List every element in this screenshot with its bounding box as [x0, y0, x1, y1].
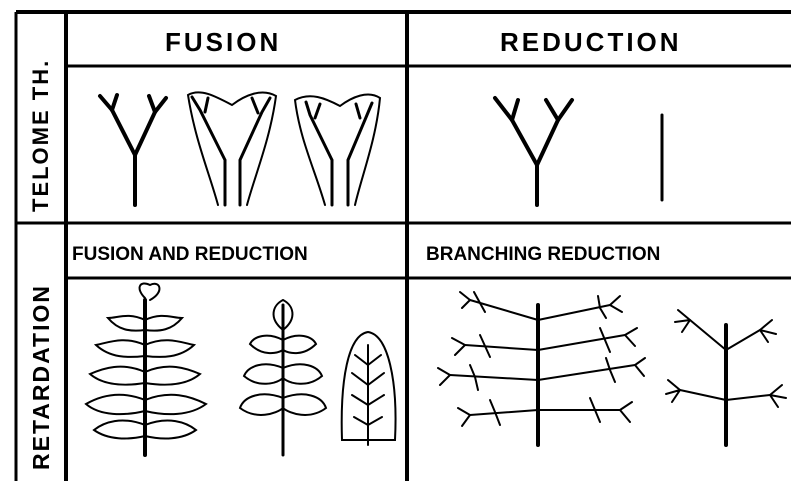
pinnate-leaf-large-figure: [86, 283, 206, 455]
pinnate-leaf-small-figure: [240, 300, 326, 455]
branching-shrub-small-figure: [666, 310, 786, 445]
branching-shrub-large-figure: [438, 292, 645, 445]
outlined-leaf-figure: [342, 332, 396, 445]
